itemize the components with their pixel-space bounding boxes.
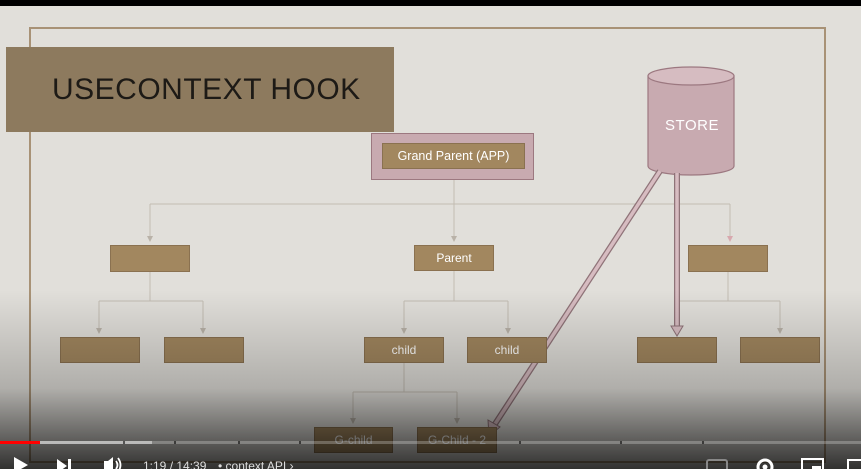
played-bar <box>0 441 40 444</box>
chapter-marker <box>620 441 622 444</box>
store-arrows <box>487 169 684 438</box>
tree-diagram <box>96 66 783 438</box>
chapter-chevron-icon: › <box>289 459 294 469</box>
chapter-marker <box>238 441 240 444</box>
title-band: USECONTEXT HOOK <box>6 47 394 132</box>
volume-icon[interactable] <box>103 456 125 469</box>
child-node-2: child <box>467 337 547 363</box>
chapter-marker <box>702 441 704 444</box>
grand-parent-label: Grand Parent (APP) <box>382 143 525 169</box>
play-icon[interactable] <box>11 457 31 469</box>
chapter-marker <box>174 441 176 444</box>
chapter-label: • context API <box>218 459 287 469</box>
gchild-node-2: G-Child - 2 <box>417 427 497 453</box>
parent-node: Parent <box>414 245 494 271</box>
left-parent-node <box>110 245 190 272</box>
presentation-slide: USECONTEXT HOOK <box>0 6 861 469</box>
left-child-node-1 <box>60 337 140 363</box>
slide-title: USECONTEXT HOOK <box>52 73 361 106</box>
store-cylinder <box>647 66 735 176</box>
right-child-node-1 <box>637 337 717 363</box>
right-child-node-2 <box>740 337 820 363</box>
top-border <box>0 0 861 6</box>
child-node-1: child <box>364 337 444 363</box>
progress-bar[interactable] <box>0 441 861 444</box>
next-icon[interactable] <box>55 457 75 469</box>
chapter-title[interactable]: • context API › <box>218 459 294 469</box>
buffered-bar <box>0 441 152 444</box>
grand-parent-node: Grand Parent (APP) <box>371 133 534 180</box>
chapter-marker <box>519 441 521 444</box>
chapter-marker <box>123 441 125 444</box>
settings-icon[interactable] <box>754 456 776 469</box>
theater-icon[interactable] <box>846 458 861 469</box>
time-display: 1:19 / 14:39 <box>143 459 207 469</box>
left-child-node-2 <box>164 337 244 363</box>
chapter-marker <box>299 441 301 444</box>
subtitles-icon[interactable] <box>706 459 728 469</box>
right-parent-node <box>688 245 768 272</box>
miniplayer-icon[interactable] <box>800 457 826 469</box>
store-label: STORE <box>665 117 719 134</box>
gchild-node-1: G-child <box>314 427 393 453</box>
